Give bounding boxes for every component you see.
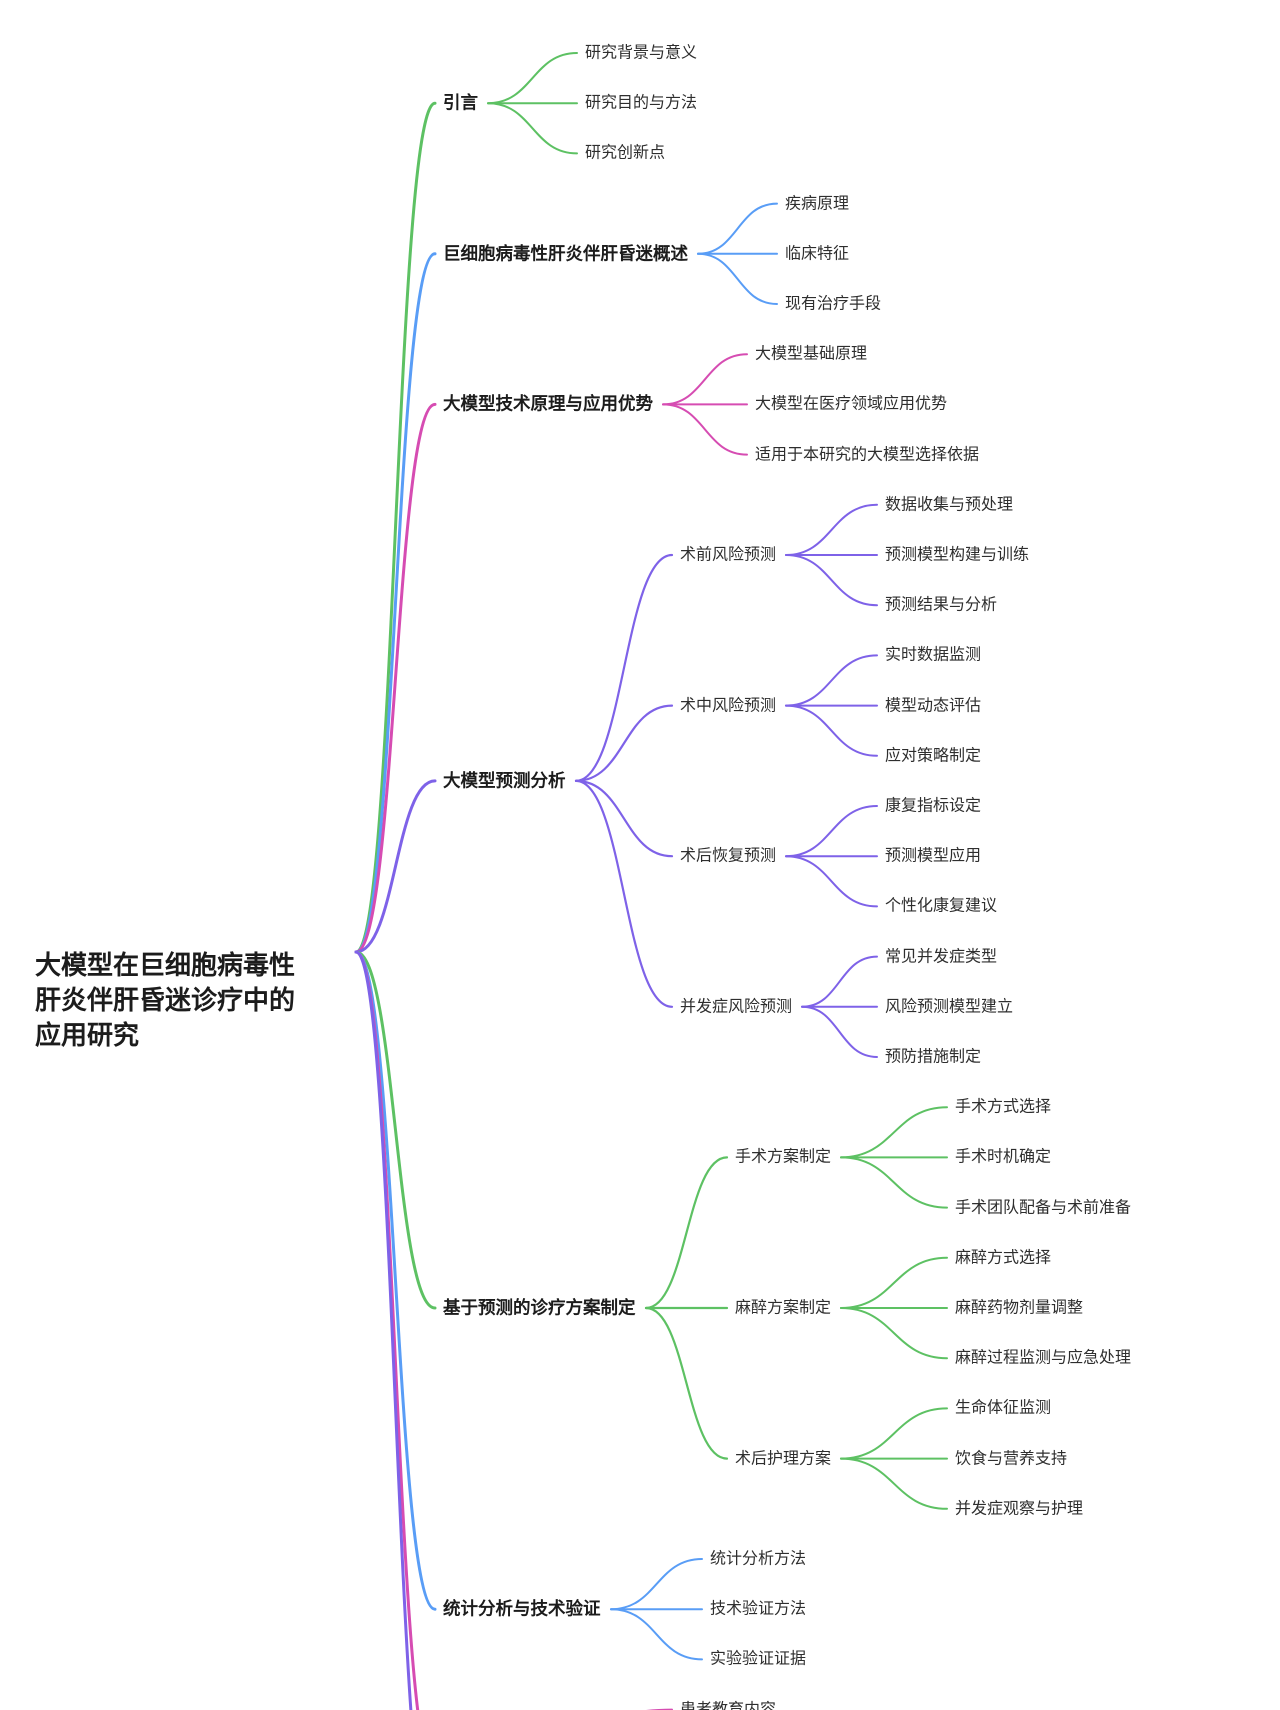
mindmap-leaf-node[interactable]: 手术团队配备与术前准备 — [955, 1199, 1132, 1216]
mindmap-leaf-node[interactable]: 康复指标设定 — [885, 797, 982, 815]
connector — [644, 1156, 729, 1310]
mindmap-leaf-node[interactable]: 手术方式选择 — [955, 1098, 1052, 1116]
mindmap-subtopic-node[interactable]: 术中风险预测 — [680, 697, 777, 714]
mindmap-branch-node[interactable]: 大模型预测分析 — [443, 770, 566, 791]
mindmap-leaf-node[interactable]: 大模型基础原理 — [755, 345, 868, 363]
connector — [840, 1156, 948, 1209]
mindmap-leaf-node[interactable]: 大模型在医疗领域应用优势 — [755, 395, 948, 413]
mindmap-leaf-node[interactable]: 统计分析方法 — [710, 1550, 807, 1568]
mindmap-leaf-node[interactable]: 预测结果与分析 — [885, 596, 998, 614]
connector — [785, 554, 878, 607]
mindmap-branch-node[interactable]: 巨细胞病毒性肝炎伴肝昏迷概述 — [443, 243, 688, 264]
mindmap-branch-node[interactable]: 大模型技术原理与应用优势 — [443, 393, 653, 414]
connector — [610, 1608, 703, 1661]
connector — [840, 1256, 948, 1309]
connector — [354, 252, 437, 954]
mindmap-subtopic-node[interactable]: 术前风险预测 — [680, 546, 777, 564]
mindmap-leaf-node[interactable]: 模型动态评估 — [885, 697, 982, 714]
connector — [354, 402, 437, 954]
connector — [487, 52, 578, 105]
connector — [354, 101, 437, 954]
connector — [840, 1457, 948, 1510]
mindmap-leaf-node[interactable]: 风险预测模型建立 — [885, 998, 1014, 1016]
mindmap-leaf-node[interactable]: 饮食与营养支持 — [955, 1450, 1068, 1467]
mindmap-subtopic-node[interactable]: 术后护理方案 — [735, 1450, 832, 1467]
mindmap-branch-node[interactable]: 统计分析与技术验证 — [443, 1598, 601, 1619]
mindmap-leaf-node[interactable]: 并发症观察与护理 — [955, 1500, 1084, 1518]
mindmap-leaf-node[interactable]: 现有治疗手段 — [785, 295, 882, 313]
connector — [644, 1306, 729, 1460]
mindmap-leaf-node[interactable]: 手术时机确定 — [955, 1148, 1052, 1166]
connector — [354, 950, 420, 1710]
connector — [697, 252, 778, 305]
mindmap-leaf-node[interactable]: 临床特征 — [785, 245, 850, 263]
mindmap-leaf-node[interactable]: 预防措施制定 — [885, 1048, 982, 1066]
mindmap-subtopic-node[interactable]: 术后恢复预测 — [680, 847, 777, 865]
connector — [785, 855, 878, 908]
connector — [785, 654, 878, 707]
connector — [697, 202, 778, 255]
connector — [840, 1407, 948, 1460]
mindmap-leaf-node[interactable]: 研究创新点 — [585, 144, 666, 162]
connector — [354, 950, 437, 1310]
connector — [487, 102, 578, 155]
connector — [801, 955, 878, 1008]
connector — [662, 403, 748, 456]
connector — [354, 950, 413, 1710]
mindmap-leaf-node[interactable]: 预测模型应用 — [885, 847, 982, 865]
mindmap-leaf-node[interactable]: 实验验证证据 — [710, 1650, 807, 1668]
mindmap-leaf-node[interactable]: 技术验证方法 — [710, 1600, 807, 1618]
connector — [610, 1558, 703, 1611]
connector — [840, 1307, 948, 1360]
mindmap-leaf-node[interactable]: 麻醉方式选择 — [955, 1249, 1052, 1267]
mindmap-leaf-node[interactable]: 应对策略制定 — [885, 747, 982, 765]
mindmap-subtopic-node[interactable]: 并发症风险预测 — [680, 998, 793, 1016]
connector — [801, 1005, 878, 1058]
connector — [354, 950, 437, 1611]
mindmap-branch-node[interactable]: 基于预测的诊疗方案制定 — [443, 1297, 636, 1318]
mindmap-root-node[interactable]: 大模型在巨细胞病毒性肝炎伴肝昏迷诊疗中的应用研究 — [35, 950, 296, 1050]
connector — [574, 779, 674, 1008]
mindmap-leaf-node[interactable]: 患者教育内容 — [680, 1701, 777, 1710]
connector — [662, 353, 748, 406]
connector — [785, 805, 878, 858]
mindmap-leaf-node[interactable]: 研究背景与意义 — [585, 44, 698, 62]
mindmap-leaf-node[interactable]: 麻醉过程监测与应急处理 — [955, 1349, 1132, 1367]
mindmap-leaf-node[interactable]: 适用于本研究的大模型选择依据 — [755, 446, 980, 463]
mindmap-subtopic-node[interactable]: 手术方案制定 — [735, 1148, 832, 1166]
mindmap-leaf-node[interactable]: 研究目的与方法 — [585, 94, 698, 112]
mindmap-leaf-node[interactable]: 预测模型构建与训练 — [885, 546, 1030, 564]
mindmap-leaf-node[interactable]: 疾病原理 — [785, 195, 850, 212]
mindmap-leaf-node[interactable]: 常见并发症类型 — [885, 948, 998, 965]
connector — [574, 779, 674, 858]
connector — [574, 704, 674, 782]
mindmap-leaf-node[interactable]: 数据收集与预处理 — [885, 496, 1014, 514]
mindmap-branch-node[interactable]: 引言 — [443, 92, 478, 113]
mindmap-subtopic-node[interactable]: 麻醉方案制定 — [735, 1299, 832, 1317]
connector — [574, 553, 674, 782]
mindmap-leaf-node[interactable]: 个性化康复建议 — [885, 897, 998, 915]
mindmap-leaf-node[interactable]: 麻醉药物剂量调整 — [955, 1299, 1084, 1317]
mindmap-leaf-node[interactable]: 生命体征监测 — [955, 1399, 1052, 1417]
connector — [785, 704, 878, 757]
connector — [785, 503, 878, 556]
connector — [354, 779, 437, 954]
connector — [840, 1106, 948, 1159]
mindmap-leaf-node[interactable]: 实时数据监测 — [885, 646, 982, 664]
